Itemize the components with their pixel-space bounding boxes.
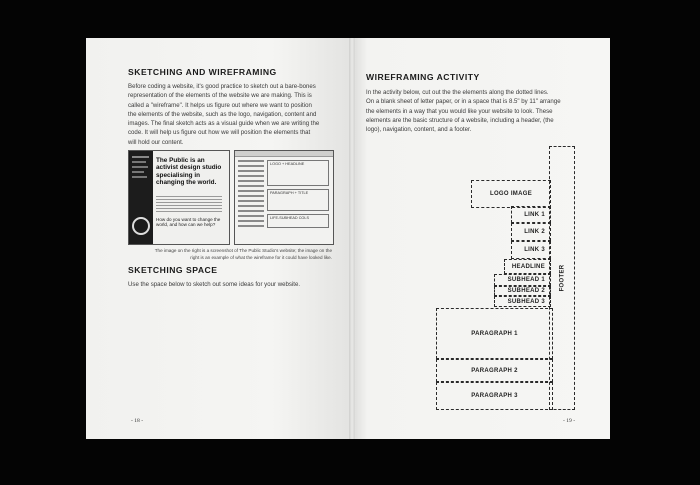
sketching-wireframing-heading: SKETCHING AND WIREFRAMING [128, 67, 277, 77]
right-page [352, 38, 610, 439]
wireframe-subhead3-block[interactable]: SUBHEAD 3 [494, 296, 551, 307]
public-studio-screenshot: The Public is an activist design studio … [128, 150, 230, 245]
wireframe-link3-block[interactable]: LINK 3 [511, 241, 551, 259]
page-number-left: - 18 - [131, 418, 144, 424]
footer-label: FOOTER [559, 264, 565, 292]
wireframe-link2-block[interactable]: LINK 2 [511, 223, 551, 241]
wireframe-headline-block[interactable]: HEADLINE [504, 259, 551, 274]
screenshot-logo-mark [132, 217, 150, 235]
left-intro-line: images. The final sketch acts as a visua… [128, 120, 320, 128]
left-intro-line: will hold our content. [128, 138, 184, 146]
wireframe-paragraph2-block[interactable]: PARAGRAPH 2 [436, 359, 553, 382]
sketching-space-heading: SKETCHING SPACE [128, 265, 218, 275]
screenshot-question: How do you want to change the world, and… [156, 217, 221, 228]
left-intro-line: Before coding a website, it's good pract… [128, 83, 316, 90]
left-intro-line: called a "wireframe". It helps us figure… [128, 101, 312, 109]
wireframe-subhead1-block[interactable]: SUBHEAD 1 [494, 274, 551, 286]
wireframe-thumb-nav [238, 160, 264, 228]
wireframe-thumb-headline-box: LOGO + HEADLINE [267, 160, 329, 186]
right-intro-line: the elements in a way that you would lik… [366, 107, 553, 115]
wireframe-subhead2-block[interactable]: SUBHEAD 2 [494, 286, 551, 296]
sketching-space-text: Use the space below to sketch out some i… [128, 281, 301, 288]
screenshot-body-text [156, 196, 222, 212]
wireframe-thumb-subhead-box: LIFE-SUBHEAD COLS [267, 214, 329, 228]
right-intro-line: In the activity below, cut out the the e… [366, 89, 549, 96]
book-gutter [349, 38, 355, 439]
wireframe-paragraph3-block[interactable]: PARAGRAPH 3 [436, 382, 553, 410]
left-intro-line: representation of the elements of the we… [128, 92, 312, 100]
left-intro-paragraph: Before coding a website, it's good pract… [128, 82, 343, 147]
left-intro-line: code. It will help us figure out how we … [128, 129, 311, 137]
wireframe-paragraph1-block[interactable]: PARAGRAPH 1 [436, 308, 553, 359]
wireframing-activity-heading: WIREFRAMING ACTIVITY [366, 72, 480, 82]
right-intro-line: elements are the basic structure of a we… [366, 116, 554, 124]
right-intro-line: logo), navigation, content, and a footer… [366, 126, 472, 134]
right-intro-line: On a blank sheet of letter paper, or in … [366, 98, 561, 106]
wireframe-logo-block[interactable]: LOGO IMAGE [471, 180, 551, 208]
wireframe-thumb-paragraph-box: PARAGRAPH + TITLE [267, 189, 329, 211]
wireframe-link1-block[interactable]: LINK 1 [511, 206, 551, 223]
right-intro-paragraph: In the activity below, cut out the the e… [366, 88, 596, 134]
screenshot-tagline: The Public is an activist design studio … [156, 157, 222, 187]
screenshot-sidebar [129, 151, 153, 244]
wireframe-footer-block[interactable]: FOOTER [549, 146, 575, 410]
screenshot-caption: The image on the right is a screenshot o… [154, 248, 332, 260]
wireframe-thumbnail: LOGO + HEADLINE PARAGRAPH + TITLE LIFE-S… [234, 150, 334, 245]
page-number-right: - 19 - [563, 418, 576, 424]
left-intro-line: the elements of the website, such as the… [128, 110, 317, 118]
